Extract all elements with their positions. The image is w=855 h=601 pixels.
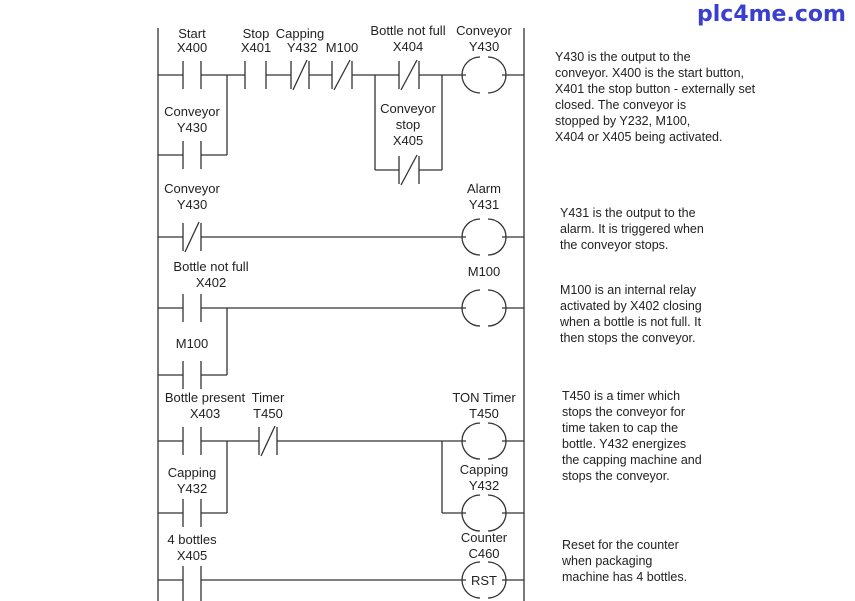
coil-arc-right: [487, 422, 507, 460]
contact-Y430-sealin: [182, 141, 202, 169]
contact-slash: [400, 154, 418, 186]
coil-T450: [461, 422, 507, 460]
label-T450: T450: [253, 406, 283, 421]
label-Y430: Y430: [177, 197, 207, 212]
label-ton-timer: TON Timer: [452, 390, 516, 405]
label-conveyor-stop-1: Conveyor: [380, 101, 436, 116]
label-capping: Capping: [276, 26, 324, 41]
label-start: Start: [178, 26, 206, 41]
contact-X404: [398, 59, 420, 91]
label-M100-branch: M100: [176, 336, 209, 351]
contact-X405: [182, 566, 202, 594]
label-4-bottles: 4 bottles: [167, 532, 217, 547]
coil-arc-left: [461, 56, 481, 94]
label-counter-cutoff: Counter: [461, 599, 508, 601]
label-Y430-coil: Y430: [469, 39, 499, 54]
coil-arc-left: [461, 218, 481, 256]
contact-slash: [333, 59, 351, 91]
label-M100-coil: M100: [468, 264, 501, 279]
ladder-elements: RST: [182, 56, 507, 599]
label-T450-coil: T450: [469, 406, 499, 421]
label-counter: Counter: [461, 530, 508, 545]
label-capping-coil: Capping: [460, 462, 508, 477]
contact-Y432: [290, 59, 310, 91]
label-stop: Stop: [243, 26, 270, 41]
note-counter-reset: Reset for the counter when packaging mac…: [562, 538, 688, 584]
label-bottle-present: Bottle present: [165, 390, 246, 405]
label-capping-branch: Capping: [168, 465, 216, 480]
contact-X402: [182, 294, 202, 322]
label-Y431: Y431: [469, 197, 499, 212]
contact-slash: [260, 425, 276, 457]
coil-Y432: [461, 494, 507, 532]
contact-slash: [184, 221, 200, 253]
coil-arc-left: [461, 289, 481, 327]
label-Y432-coil: Y432: [469, 478, 499, 493]
contact-M100-sealin: [182, 361, 202, 389]
contact-T450: [258, 425, 278, 457]
coil-arc-right: [487, 561, 507, 599]
label-X405-branch: X405: [393, 133, 423, 148]
brand-logo[interactable]: plc4me.com: [697, 2, 846, 27]
coil-arc-left: [461, 422, 481, 460]
label-alarm: Alarm: [467, 181, 501, 196]
label-Y432-branch: Y432: [177, 481, 207, 496]
label-bottle-not-full: Bottle not full: [370, 23, 445, 38]
contact-slash: [400, 59, 418, 91]
coil-Y431: [461, 218, 507, 256]
coil-arc-right: [487, 494, 507, 532]
contact-X400: [182, 61, 202, 89]
label-X403: X403: [190, 406, 220, 421]
coil-Y430: [461, 56, 507, 94]
label-conveyor-stop-2: stop: [396, 117, 421, 132]
label-X402: X402: [196, 275, 226, 290]
label-X401: X401: [241, 40, 271, 55]
contact-M100: [331, 59, 353, 91]
contact-slash: [292, 59, 308, 91]
label-X400: X400: [177, 40, 207, 55]
label-conveyor: Conveyor: [164, 181, 220, 196]
label-conveyor-coil: Conveyor: [456, 23, 512, 38]
coil-arc-left: [461, 561, 481, 599]
note-conveyor: Y430 is the output to the conveyor. X400…: [555, 50, 756, 144]
label-Y432: Y432: [287, 40, 317, 55]
coil-inner-label: RST: [471, 573, 497, 588]
label-conveyor-branch: Conveyor: [164, 104, 220, 119]
label-C460: C460: [468, 546, 499, 561]
label-Y430-branch: Y430: [177, 120, 207, 135]
coil-C460-reset: RST: [461, 561, 507, 599]
coil-arc-left: [461, 494, 481, 532]
label-bottle-not-full-2: Bottle not full: [173, 259, 248, 274]
note-timer: T450 is a timer which stops the conveyor…: [562, 389, 702, 483]
label-timer: Timer: [252, 390, 285, 405]
label-M100: M100: [326, 40, 359, 55]
label-X404: X404: [393, 39, 423, 54]
coil-arc-right: [487, 56, 507, 94]
label-X405: X405: [177, 548, 207, 563]
contact-Y430-nc: [182, 221, 202, 253]
coil-arc-right: [487, 218, 507, 256]
contact-X401: [244, 61, 267, 89]
coil-arc-right: [487, 289, 507, 327]
contact-X405-stop: [398, 154, 420, 186]
coil-M100: [461, 289, 507, 327]
note-alarm: Y431 is the output to the alarm. It is t…: [560, 206, 704, 252]
contact-X403: [182, 427, 202, 455]
note-m100: M100 is an internal relay activated by X…: [560, 283, 702, 345]
contact-Y432-sealin: [182, 499, 202, 527]
